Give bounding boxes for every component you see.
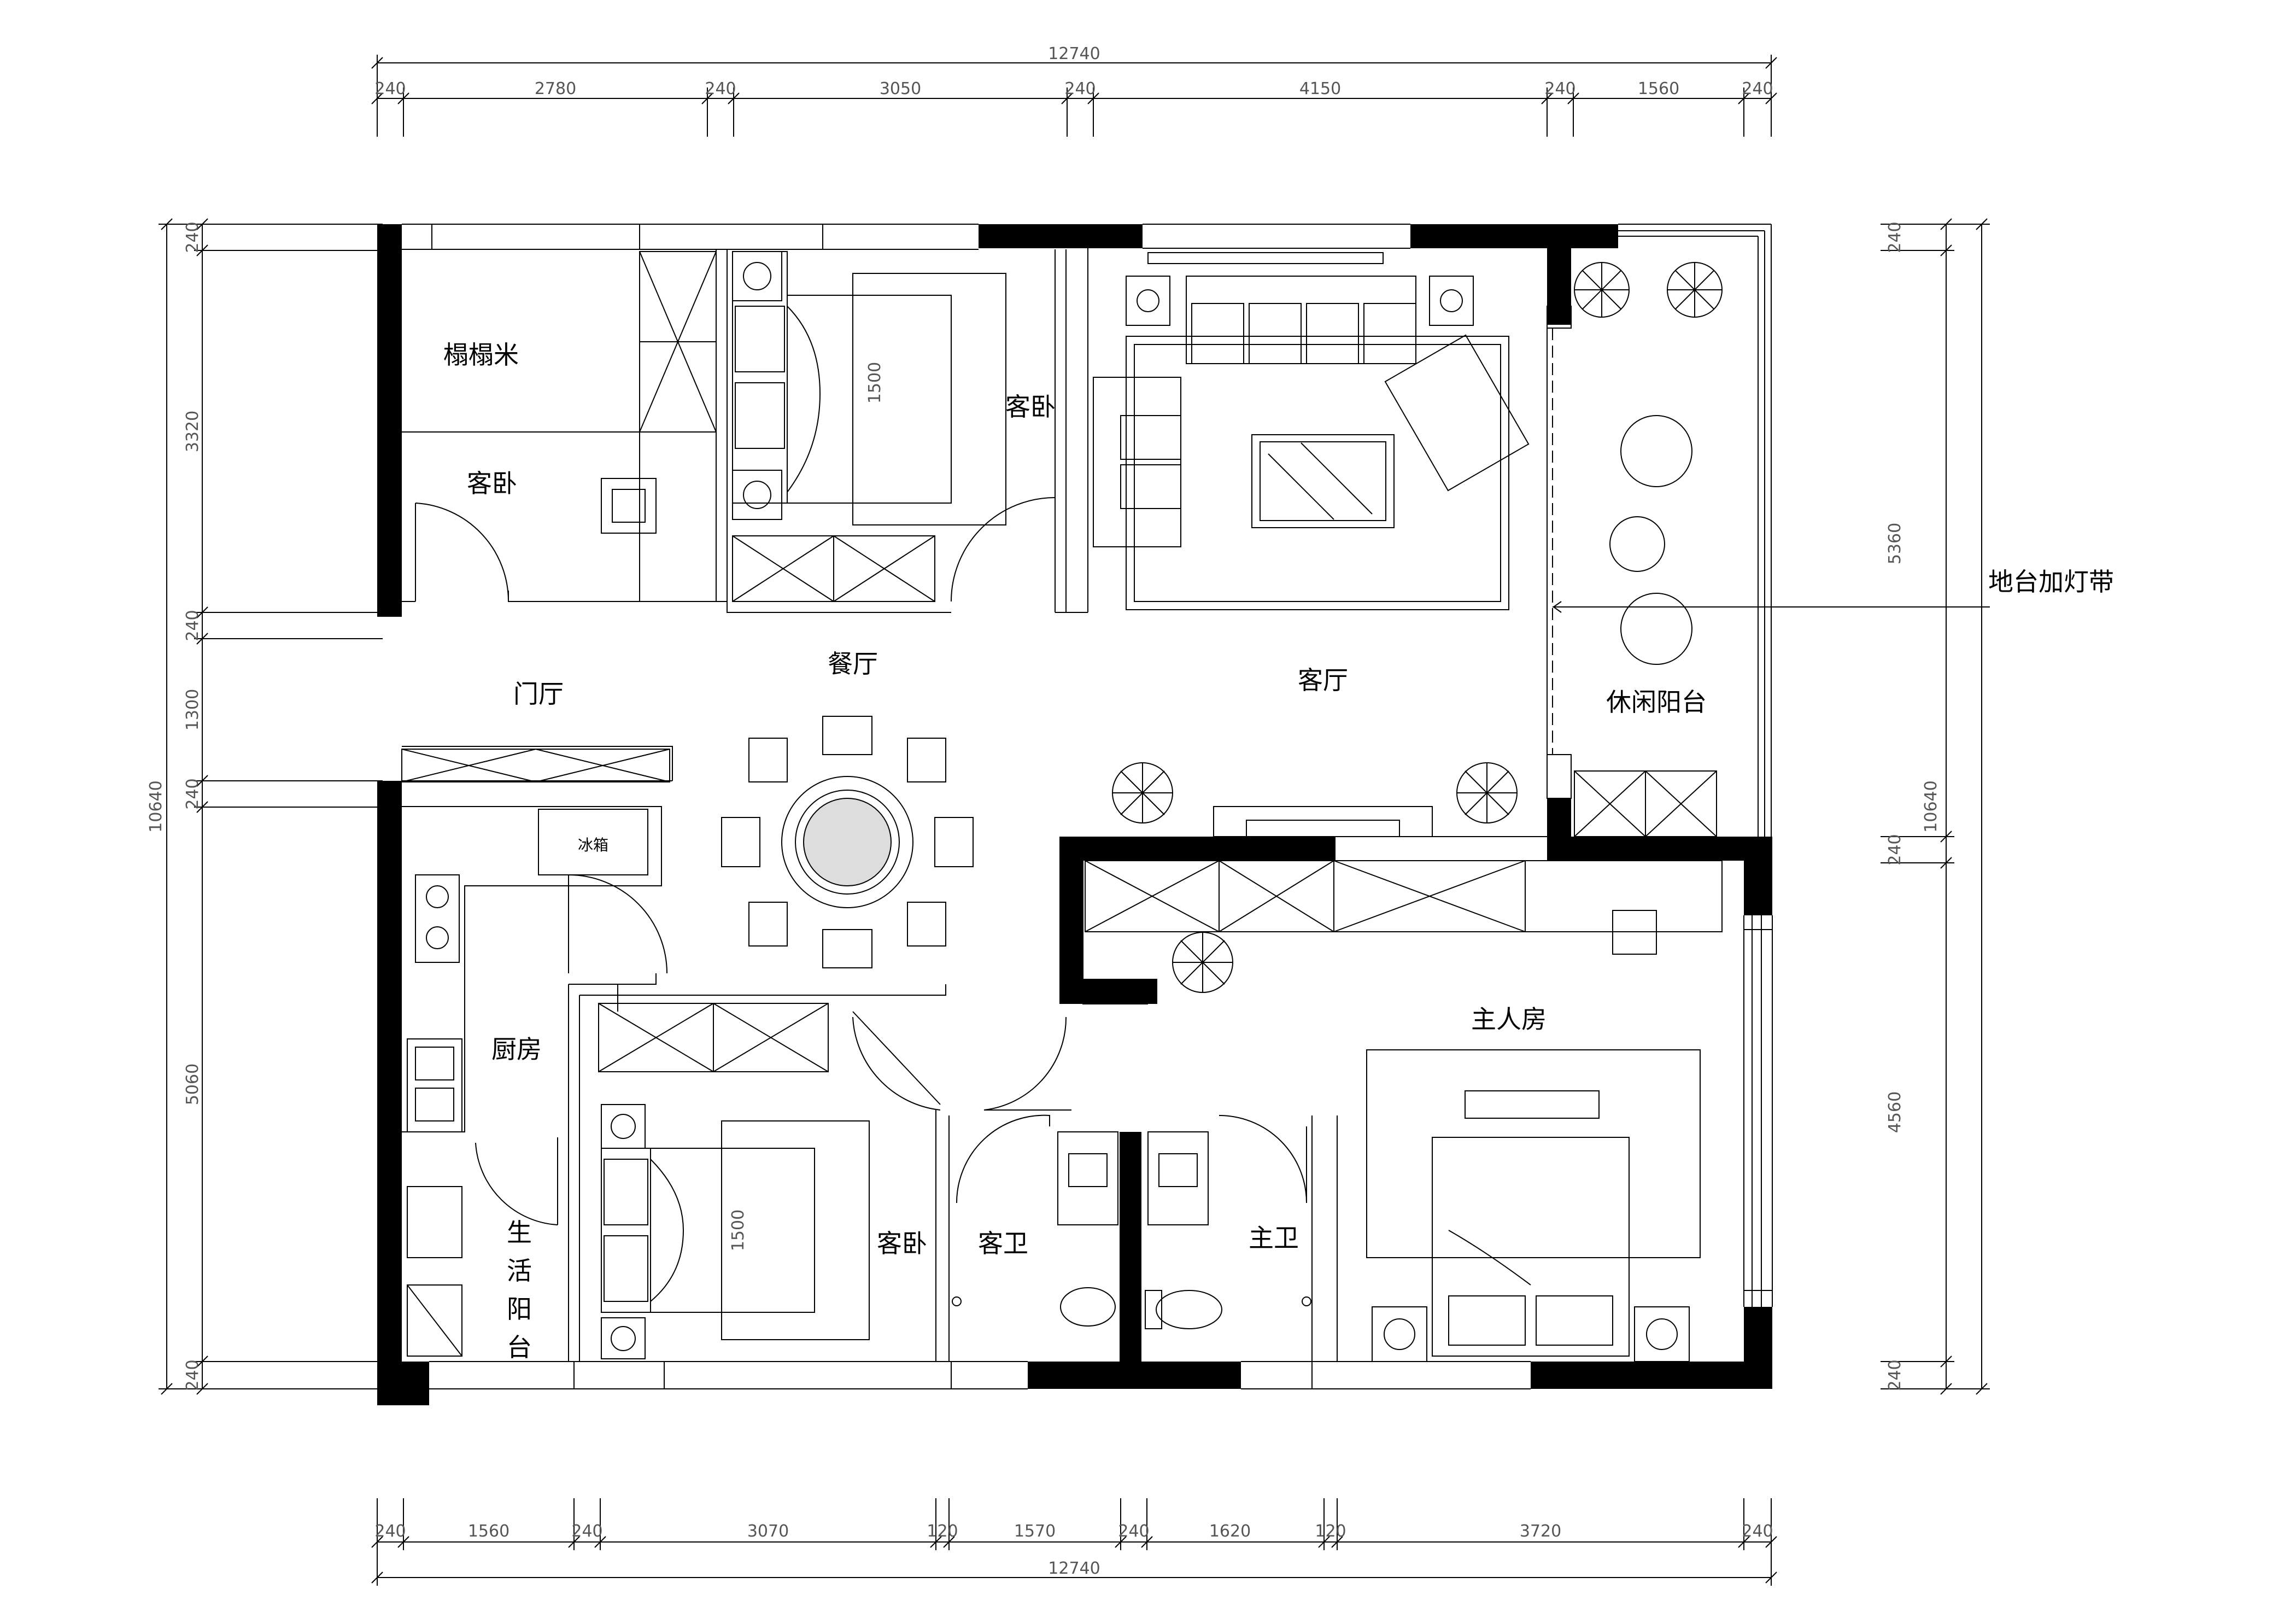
svg-text:240: 240 xyxy=(705,79,736,98)
svg-text:3320: 3320 xyxy=(183,411,202,452)
svg-text:1300: 1300 xyxy=(183,689,202,731)
svg-text:5360: 5360 xyxy=(1885,523,1905,564)
partition-walls xyxy=(402,224,1773,1389)
room-label-dining-room: 餐厅 xyxy=(828,649,878,679)
tatami-wardrobe xyxy=(402,251,717,602)
svg-text:4560: 4560 xyxy=(1885,1091,1905,1133)
dimension-left: 10640 240 3320 240 1300 240 5060 240 xyxy=(147,218,383,1395)
living-room-furniture xyxy=(1093,252,1530,837)
svg-text:1570: 1570 xyxy=(1014,1522,1056,1541)
annotation-floor-light-strip: 地台加灯带 xyxy=(1988,567,2114,597)
svg-text:240: 240 xyxy=(1885,834,1905,865)
dining-table xyxy=(721,716,974,968)
dim-left-total: 10640 xyxy=(147,780,166,832)
svg-text:240: 240 xyxy=(374,79,406,98)
svg-text:240: 240 xyxy=(571,1522,602,1541)
svg-text:240: 240 xyxy=(183,221,202,253)
dimension-bottom: 240 1560 240 3070 120 1570 240 1620 120 … xyxy=(371,1498,1777,1586)
svg-text:4150: 4150 xyxy=(1299,79,1341,98)
dim-top-total: 12740 xyxy=(1048,44,1100,63)
svg-text:1620: 1620 xyxy=(1209,1522,1251,1541)
leisure-balcony-furniture xyxy=(1112,262,1990,993)
svg-text:240: 240 xyxy=(1544,79,1575,98)
dim-top-segments: 240 2780 240 3050 240 4150 240 1560 240 xyxy=(374,79,1773,98)
svg-text:240: 240 xyxy=(183,778,202,809)
svg-text:生: 生 xyxy=(507,1218,532,1247)
room-label-tatami: 榻榻米 xyxy=(443,340,519,370)
doors xyxy=(415,497,1307,1225)
svg-text:台: 台 xyxy=(507,1333,532,1362)
svg-text:120: 120 xyxy=(927,1522,958,1541)
plant-icon xyxy=(1112,262,1723,993)
room-label-guest-bathroom: 客卫 xyxy=(978,1229,1028,1258)
room-labels: 榻榻米 客卧 客卧 餐厅 客厅 门厅 休闲阳台 厨房 生 活 阳 台 客卧 客卫… xyxy=(443,340,2114,1362)
svg-text:240: 240 xyxy=(1064,79,1096,98)
room-label-foyer: 门厅 xyxy=(513,679,564,709)
bathroom-fixtures xyxy=(952,1131,1311,1329)
svg-text:240: 240 xyxy=(374,1522,406,1541)
room-label-guest-bedroom-nw: 客卧 xyxy=(467,469,517,498)
room-label-guest-bedroom-s: 客卧 xyxy=(877,1229,927,1258)
room-label-kitchen: 厨房 xyxy=(491,1035,542,1064)
room-label-master-bedroom: 主人房 xyxy=(1471,1004,1547,1034)
svg-text:120: 120 xyxy=(1315,1522,1346,1541)
svg-text:240: 240 xyxy=(1742,79,1773,98)
svg-text:240: 240 xyxy=(1885,1359,1905,1391)
svg-text:3050: 3050 xyxy=(880,79,921,98)
svg-text:240: 240 xyxy=(1885,221,1905,253)
bed-width-label-south: 1500 xyxy=(729,1210,748,1251)
svg-text:1560: 1560 xyxy=(468,1522,509,1541)
svg-text:240: 240 xyxy=(1742,1522,1773,1541)
structural-walls xyxy=(377,224,1772,1405)
room-label-service-balcony: 生 活 阳 台 xyxy=(507,1218,532,1362)
svg-text:2780: 2780 xyxy=(535,79,576,98)
master-bedroom-furniture xyxy=(1085,860,1723,1362)
kitchen-fixtures: 冰箱 xyxy=(401,749,670,1357)
svg-text:240: 240 xyxy=(183,610,202,641)
dim-bottom-total: 12740 xyxy=(1048,1559,1100,1578)
bed-width-label-north: 1500 xyxy=(865,362,885,404)
dimension-right: 10640 240 5360 240 4560 240 xyxy=(1881,218,1990,1395)
svg-text:阳: 阳 xyxy=(507,1294,532,1324)
dim-left-segments: 240 3320 240 1300 240 5060 240 xyxy=(183,221,202,1391)
room-label-guest-bedroom-n: 客卧 xyxy=(1005,392,1056,422)
svg-text:3070: 3070 xyxy=(747,1522,789,1541)
svg-text:240: 240 xyxy=(1118,1522,1149,1541)
dimension-top: 12740 240 2780 240 3050 240 4150 240 156… xyxy=(371,44,1777,137)
dim-right-segments: 240 5360 240 4560 240 xyxy=(1885,221,1905,1391)
svg-text:活: 活 xyxy=(507,1256,532,1286)
room-label-master-bathroom: 主卫 xyxy=(1249,1223,1299,1253)
room-label-living-room: 客厅 xyxy=(1298,665,1348,695)
svg-text:240: 240 xyxy=(183,1359,202,1391)
room-label-leisure-balcony: 休闲阳台 xyxy=(1606,687,1707,717)
fridge-label: 冰箱 xyxy=(578,836,608,854)
dim-bottom-segments: 240 1560 240 3070 120 1570 240 1620 120 … xyxy=(374,1522,1773,1541)
svg-text:5060: 5060 xyxy=(183,1064,202,1105)
dim-right-total: 10640 xyxy=(1922,780,1941,832)
bed-north: 1500 xyxy=(732,251,1006,602)
svg-text:1560: 1560 xyxy=(1638,79,1679,98)
svg-text:3720: 3720 xyxy=(1520,1522,1561,1541)
bed-south: 1500 xyxy=(598,1003,870,1359)
